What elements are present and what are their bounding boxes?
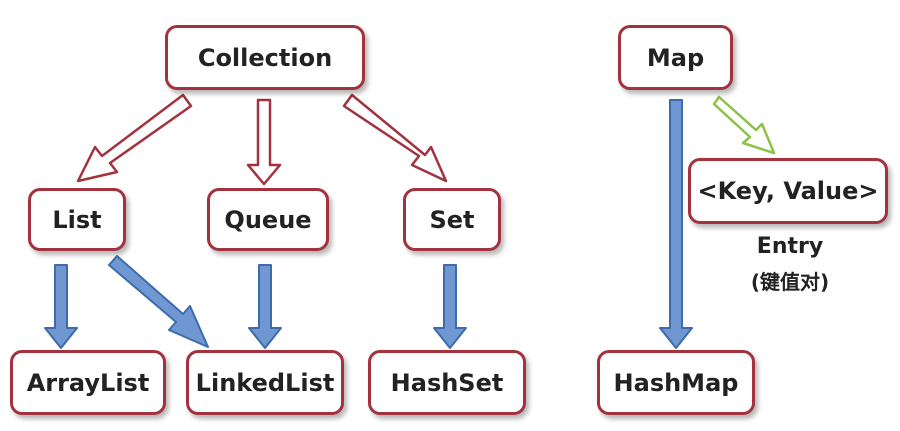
node-set: Set [403,188,501,251]
arrow-collection-to-list [76,93,193,183]
node-hashmap: HashMap [597,350,755,415]
arrow-collection-to-queue [246,98,282,186]
node-collection: Collection [165,25,365,90]
entry-label-subtitle: (键值对) [750,270,830,294]
arrow-map-to-hashmap [659,99,693,349]
node-hashset: HashSet [368,350,526,415]
node-arraylist: ArrayList [10,350,166,415]
node-map: Map [618,25,733,90]
arrow-set-to-hashset [433,264,467,349]
node-queue: Queue [207,188,329,251]
node-linkedlist: LinkedList [186,350,344,415]
arrow-collection-to-set [342,93,448,183]
arrow-queue-to-linkedlist [248,264,282,349]
arrow-map-to-entry [712,95,776,155]
node-key-value: <Key, Value> [688,158,888,224]
arrow-list-to-linkedlist [108,255,209,348]
node-list: List [28,188,126,251]
entry-label: Entry [756,234,824,259]
arrow-list-to-arraylist [44,264,78,349]
